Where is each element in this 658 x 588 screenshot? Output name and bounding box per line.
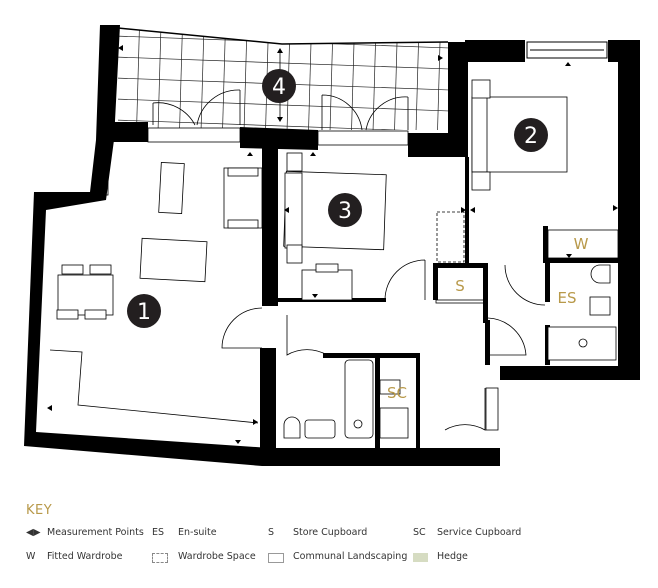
- key-label: Fitted Wardrobe: [47, 551, 123, 562]
- room-marker-3: 3: [328, 193, 362, 227]
- hedge-swatch-icon: [413, 553, 428, 562]
- glazing: [103, 127, 409, 196]
- key-label: Communal Landscaping: [293, 551, 408, 562]
- key-label: Service Cupboard: [437, 527, 522, 538]
- tile-line: [308, 28, 312, 130]
- key-label: Measurement Points: [47, 527, 144, 538]
- walls: [24, 25, 640, 466]
- key-label: Hedge: [437, 551, 468, 562]
- key-symbol: W: [26, 551, 36, 562]
- room-number: 2: [524, 124, 538, 149]
- wardrobe-space-swatch-icon: [152, 553, 168, 563]
- key-symbol: SC: [413, 527, 426, 538]
- tile-line: [437, 28, 441, 130]
- tile-line: [394, 28, 398, 130]
- room-number: 3: [338, 199, 352, 224]
- room-number: 1: [137, 300, 151, 325]
- key-label: Store Cupboard: [293, 527, 368, 538]
- communal-landscaping-swatch-icon: [268, 553, 284, 563]
- key-title: KEY: [26, 503, 53, 518]
- tile-line: [329, 28, 334, 130]
- tile-line: [200, 28, 205, 130]
- key-label: En-suite: [178, 527, 217, 538]
- tile-line: [118, 119, 448, 130]
- tile-line: [222, 28, 226, 130]
- tile-line: [351, 28, 355, 130]
- tile-line: [118, 56, 448, 70]
- key-label: Wardrobe Space: [178, 551, 256, 562]
- key-symbol: S: [268, 527, 275, 538]
- label-ensuite: ES: [558, 289, 577, 307]
- label-store: S: [455, 277, 465, 295]
- measurement-icon: ◀▶: [26, 527, 41, 538]
- balcony-edge: [117, 27, 449, 45]
- label-service: SC: [387, 384, 407, 402]
- tile-line: [243, 28, 248, 130]
- room-marker-2: 2: [514, 118, 548, 152]
- window: [526, 41, 608, 59]
- tile-line: [118, 98, 448, 112]
- key-symbol: ES: [152, 527, 165, 538]
- doors: [152, 89, 546, 431]
- room-marker-1: 1: [127, 294, 161, 328]
- tile-line: [179, 28, 183, 130]
- floor-plan: 4 1 3 2 W ES S SC: [24, 25, 640, 466]
- tile-line: [372, 28, 377, 130]
- room-marker-4: 4: [262, 69, 296, 103]
- room-number: 4: [272, 75, 286, 100]
- tile-line: [157, 28, 162, 130]
- label-wardrobe: W: [574, 235, 589, 253]
- tile-line: [415, 28, 420, 130]
